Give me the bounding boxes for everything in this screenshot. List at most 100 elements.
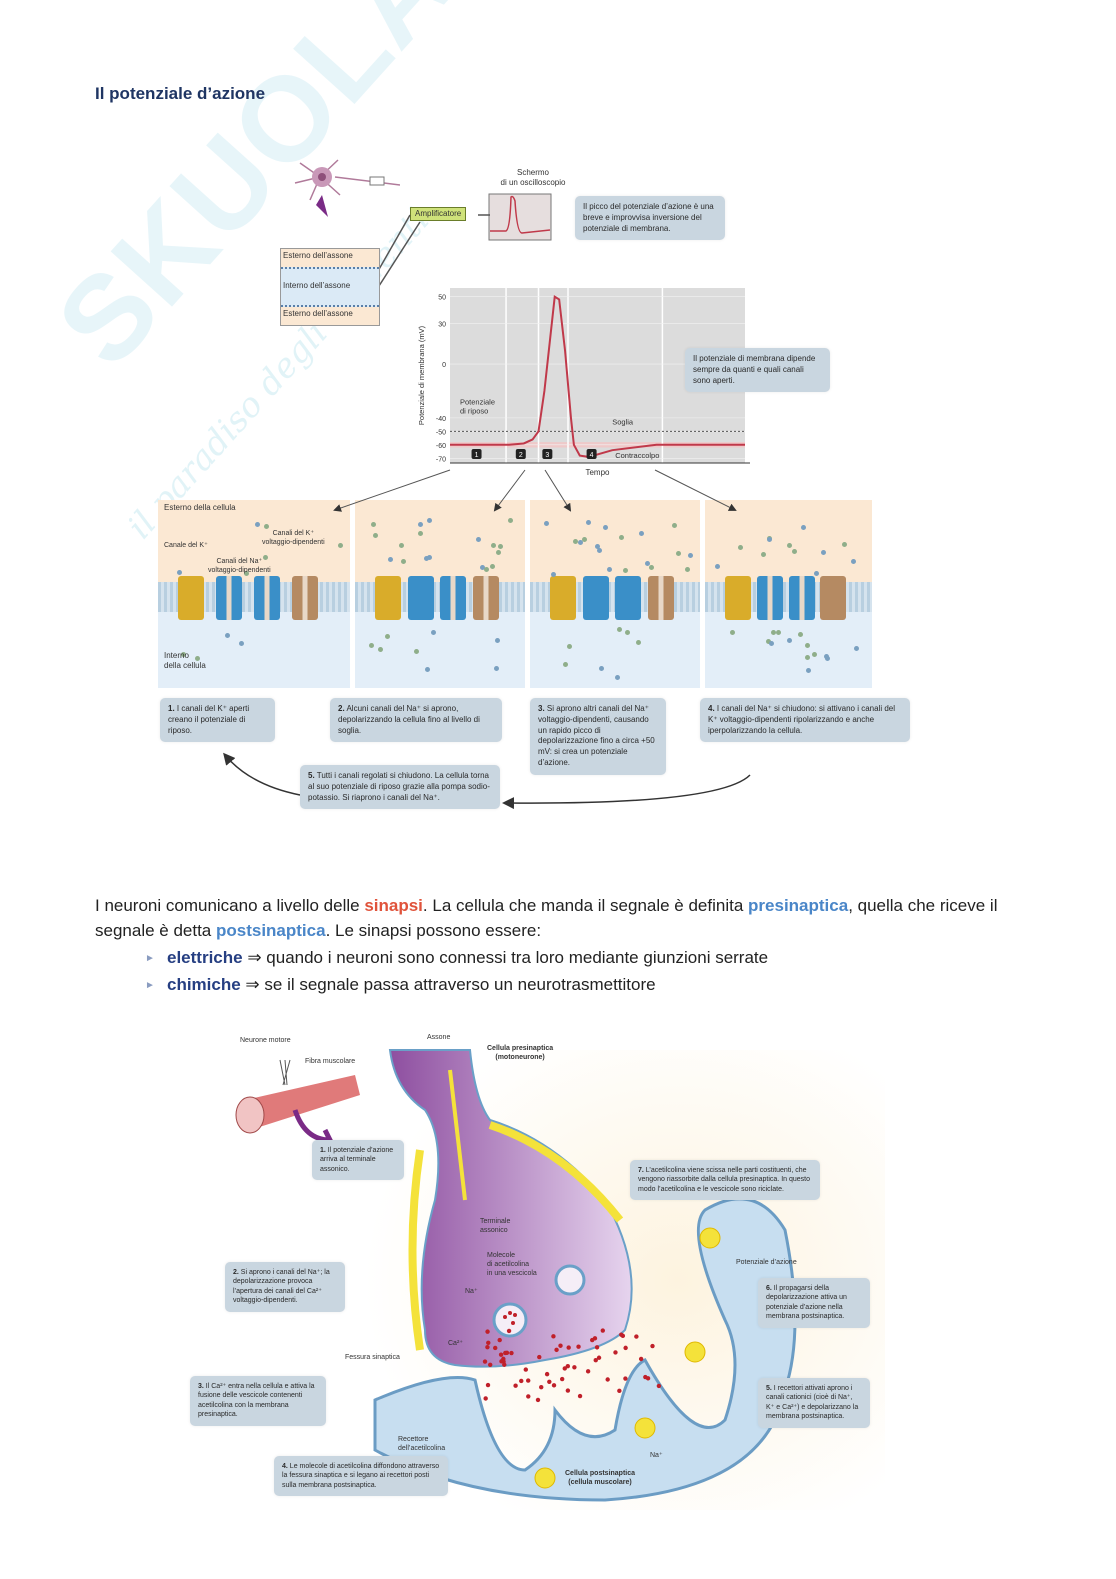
ion-dot — [825, 656, 831, 662]
label-na-ion-2: Na⁺ — [650, 1452, 663, 1459]
acetylcholine-molecule — [497, 1337, 502, 1343]
ion-dot — [786, 543, 792, 549]
ion-dot — [372, 533, 378, 539]
ion-dot — [729, 629, 735, 635]
ion-dot — [760, 551, 766, 557]
ion-dot — [244, 570, 250, 576]
ion-dot — [181, 652, 187, 658]
ion-dot — [766, 537, 772, 543]
acetylcholine-molecule — [523, 1367, 529, 1372]
amplifier-label: Amplificatore — [410, 207, 467, 221]
bullet-item: ►elettriche ⇒ quando i neuroni sono conn… — [145, 948, 769, 967]
ion-dot — [841, 542, 847, 548]
y-tick-label: 50 — [438, 295, 446, 302]
ion-dot — [806, 668, 812, 674]
ion-dot — [603, 524, 609, 530]
y-tick-label: -60 — [436, 443, 446, 450]
phase-marker-label: 3 — [545, 452, 549, 459]
ion-dot — [475, 536, 481, 542]
acetylcholine-molecule — [486, 1340, 491, 1345]
ion-channel-panel — [705, 500, 872, 688]
y-tick-label: -40 — [436, 416, 446, 423]
ion-dot — [262, 554, 268, 560]
acetylcholine-molecule — [650, 1343, 655, 1349]
acetylcholine-molecule — [482, 1359, 488, 1364]
acetylcholine-molecule — [623, 1376, 628, 1381]
acetylcholine-molecule — [483, 1396, 488, 1401]
acetylcholine-molecule — [593, 1358, 598, 1363]
acetylcholine-molecule — [559, 1376, 565, 1382]
ion-channel-panel — [530, 500, 700, 688]
synapse-step-3: 3. Il Ca²⁺ entra nella cellula e attiva … — [190, 1376, 326, 1426]
acetylcholine-molecule — [526, 1394, 531, 1399]
acetylcholine-molecule — [565, 1388, 571, 1393]
ion-dot — [798, 631, 804, 637]
ion-dot — [413, 649, 419, 655]
keyword-postsinaptica: postsinaptica — [215, 921, 326, 940]
ion-dot — [490, 542, 496, 548]
label-presynaptic-cell: Cellula presinaptica(motoneurone) — [487, 1045, 554, 1061]
ion-dot — [508, 518, 514, 524]
na-voltage-gated-channel — [582, 576, 609, 620]
ion-dot — [715, 564, 721, 570]
k-vg-channels-label: Canali del K⁺voltaggio-dipendenti — [262, 530, 325, 546]
flow-arrows — [223, 469, 751, 810]
ion-dot — [635, 639, 641, 645]
ion-dot — [787, 637, 793, 643]
ion-dot — [614, 674, 620, 680]
y-tick-label: -70 — [436, 456, 446, 463]
acetylcholine-molecule — [506, 1328, 512, 1334]
acetylcholine-molecule — [605, 1377, 610, 1382]
neuron-icon — [294, 159, 400, 217]
synapse-paragraph: I neuroni comunicano a livello delle sin… — [95, 896, 998, 940]
step-callout-4: 4. I canali del Na⁺ si chiudono: si atti… — [700, 698, 910, 743]
rebound-label: Contraccolpo — [615, 451, 659, 460]
ion-channel-panel — [355, 500, 525, 688]
ion-dot — [598, 666, 604, 672]
step-callout-3: 3. Si aprono altri canali del Na⁺ voltag… — [530, 698, 666, 775]
synapse-step-4: 4. Le molecole di acetilcolina diffondon… — [274, 1456, 448, 1497]
ion-channel-panel — [158, 500, 350, 688]
acetylcholine-molecule — [526, 1378, 531, 1383]
ion-dot — [424, 555, 430, 561]
phase-marker — [586, 449, 597, 459]
outside-cell-label: Esterno della cellula — [164, 503, 236, 512]
ion-dot — [850, 559, 856, 565]
label-ca-ion: Ca²⁺ — [448, 1340, 463, 1347]
ion-dot — [791, 549, 797, 555]
acetylcholine-molecule — [585, 1369, 591, 1374]
ion-dot — [431, 629, 437, 635]
ion-dot — [771, 629, 777, 635]
ion-dot — [804, 643, 810, 649]
phase-marker — [471, 449, 482, 459]
ion-dot — [638, 530, 644, 536]
k-channel — [178, 576, 204, 620]
keyword-sinapsi: sinapsi — [364, 896, 423, 915]
ion-dot — [805, 654, 811, 660]
resting-label: Potenziale — [460, 397, 495, 406]
ion-dot — [418, 530, 424, 536]
ion-dot — [676, 550, 682, 556]
ion-dot — [483, 567, 489, 573]
ion-dot — [388, 556, 394, 562]
k-channel — [550, 576, 576, 620]
y-tick-label: -50 — [436, 429, 446, 436]
ion-dot — [812, 652, 818, 658]
ion-dot — [688, 552, 694, 558]
axon-diagram: Esterno dell’assone Interno dell’assone … — [280, 248, 380, 326]
ion-dot — [801, 525, 807, 531]
label-motor-neuron: Neurone motore — [240, 1037, 291, 1044]
acetylcholine-molecule — [592, 1336, 598, 1341]
ion-dot — [606, 566, 612, 572]
acetylcholine-molecule — [576, 1344, 581, 1349]
synapse-step-5: 5. I recettori attivati aprono i canali … — [758, 1378, 870, 1428]
na-voltage-gated-channel — [254, 576, 280, 620]
ion-dot — [176, 569, 182, 575]
bullet-icon: ► — [145, 953, 155, 965]
label-action-potential: Potenziale d’azione — [736, 1259, 797, 1266]
ion-dot — [596, 547, 602, 553]
acetylcholine-molecule — [600, 1328, 605, 1333]
